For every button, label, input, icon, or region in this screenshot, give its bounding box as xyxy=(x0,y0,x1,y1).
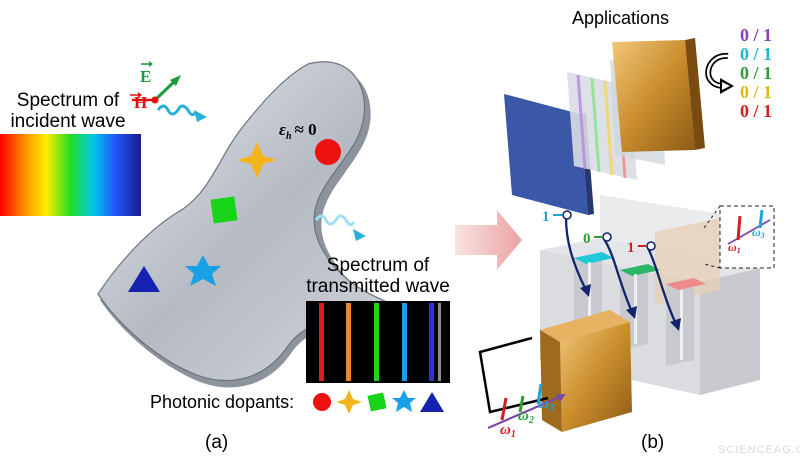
output-inset-box xyxy=(719,205,775,269)
legend-star-blue xyxy=(392,390,416,412)
incident-spectrum-label: Spectrum of incident wave xyxy=(2,90,134,132)
transmitted-wave-arrowhead xyxy=(353,229,366,241)
photonic-dopants-label: Photonic dopants: xyxy=(150,392,295,412)
epsilon-label: εh≈ 0 xyxy=(279,120,317,142)
metamaterial-sheet xyxy=(97,61,429,382)
transmitted-label-line1: Spectrum of xyxy=(326,255,430,276)
inset-leader-1 xyxy=(703,205,721,229)
return-arrow-inner xyxy=(706,54,729,88)
gold-plate xyxy=(612,40,695,152)
legend-square-green xyxy=(367,392,387,412)
gold-plate-side xyxy=(685,38,705,150)
transmitted-lines xyxy=(319,303,441,381)
watermark: SCIENCEAG.COM xyxy=(718,444,800,456)
input-omega-axis-head xyxy=(556,394,566,402)
input-zero-label: 0 xyxy=(583,231,591,247)
input-omega-axis xyxy=(487,394,563,430)
inset-spike-teal xyxy=(758,209,764,229)
legend-triangle-navy xyxy=(420,392,444,412)
input-one-label: 1 xyxy=(542,209,550,225)
incident-wave-squiggle xyxy=(156,104,198,117)
blue-plate xyxy=(504,94,588,215)
routing-arrowheads xyxy=(580,284,681,331)
omega2-label: ω2 xyxy=(518,408,534,426)
incident-label-line2: incident wave xyxy=(10,111,126,132)
gold-prism-side xyxy=(540,330,562,432)
input-pointers xyxy=(553,210,656,251)
inset-omega3-label: ω3 xyxy=(752,225,765,240)
star-dopant-blue xyxy=(185,255,221,286)
applications-label: Applications xyxy=(572,8,670,28)
bit-row: 0 / 1 xyxy=(740,44,773,64)
panel-b-caption: (b) xyxy=(641,432,665,453)
input-spike-green xyxy=(518,395,525,413)
gold-prism-top xyxy=(540,310,630,342)
omega3-label: ω3 xyxy=(538,396,554,414)
square-dopant-green xyxy=(210,196,238,224)
inset-omega-axis xyxy=(727,219,771,245)
input-one-red-label: 1 xyxy=(627,240,635,256)
bit-row: 0 / 1 xyxy=(740,101,773,121)
inset-spike-red xyxy=(736,215,742,241)
incident-label-line1: Spectrum of xyxy=(16,90,120,111)
transmitted-wave-squiggle xyxy=(314,214,356,227)
legend-circle-red xyxy=(313,393,331,411)
incident-wave-arrowhead xyxy=(194,110,207,122)
inset-omega1-label: ω1 xyxy=(728,240,741,255)
legend-star4-gold xyxy=(336,390,362,414)
return-arrow-head-inner xyxy=(722,82,730,90)
bit-row: 0 / 1 xyxy=(740,25,773,45)
circle-dopant-red xyxy=(315,139,341,165)
input-spike-teal xyxy=(536,383,543,405)
input-spike-red xyxy=(500,397,508,421)
field-e-label: E xyxy=(140,67,151,86)
transmitted-label-line2: transmitted wave xyxy=(306,276,450,297)
triangle-dopant-navy xyxy=(128,266,160,292)
panel-a-caption: (a) xyxy=(205,432,229,453)
omega1-label: ω1 xyxy=(500,422,516,440)
star4-dopant-gold xyxy=(237,142,277,178)
bit-row: 0 / 1 xyxy=(740,63,773,83)
gold-prism-front xyxy=(560,322,632,432)
device-base-side xyxy=(700,268,760,395)
field-vectors xyxy=(130,61,181,104)
routing-lines xyxy=(564,217,678,325)
transmitted-spectrum-label: Spectrum of transmitted wave xyxy=(296,255,460,297)
field-h-label: H xyxy=(134,93,147,112)
bit-row: 0 / 1 xyxy=(740,82,773,102)
inset-leader-2 xyxy=(703,263,721,269)
panel-transition-arrow xyxy=(455,210,522,270)
input-axis-frame xyxy=(478,336,549,414)
incident-spectrum-bar xyxy=(0,134,141,216)
